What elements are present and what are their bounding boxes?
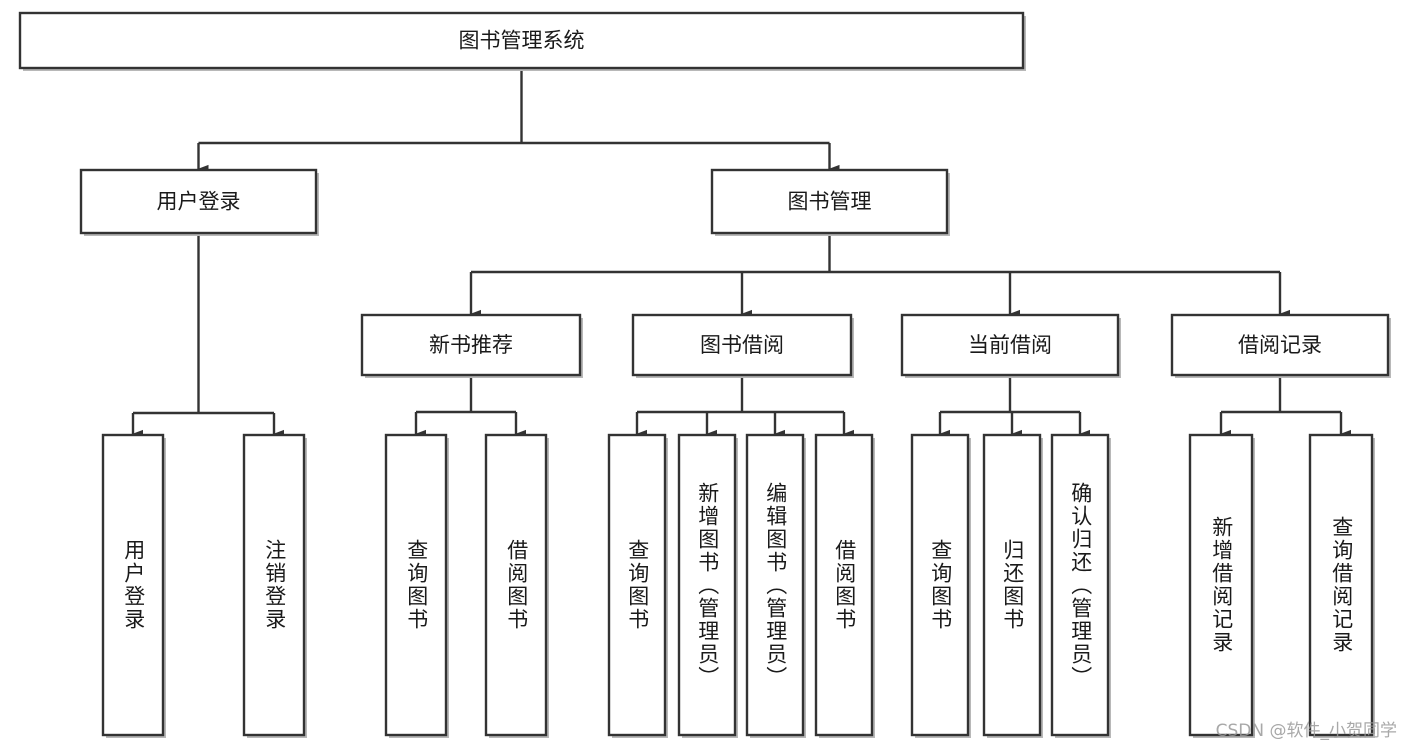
node-current-borrow[interactable] bbox=[900, 313, 1120, 377]
node-leaf-user-login[interactable] bbox=[101, 433, 165, 737]
node-leaf-query-book-3[interactable] bbox=[910, 433, 970, 737]
node-label-new-book-recommend: 新书推荐 bbox=[429, 333, 513, 357]
node-leaf-borrow-book-1[interactable] bbox=[484, 433, 548, 737]
node-borrow-record[interactable] bbox=[1170, 313, 1390, 377]
node-label-current-borrow: 当前借阅 bbox=[968, 333, 1052, 357]
boxes-layer bbox=[18, 11, 1391, 738]
node-leaf-query-book-1[interactable] bbox=[384, 433, 448, 737]
node-new-book-recommend[interactable] bbox=[360, 313, 582, 377]
node-user-login[interactable] bbox=[79, 168, 318, 235]
node-label-book-borrow: 图书借阅 bbox=[700, 333, 784, 357]
connectors-layer bbox=[131, 68, 1351, 439]
node-root-book-management-system[interactable] bbox=[18, 11, 1025, 70]
watermark-text: CSDN @软件_小贺同学 bbox=[1215, 721, 1397, 741]
node-label-book-manage: 图书管理 bbox=[788, 190, 872, 214]
node-book-manage[interactable] bbox=[710, 168, 949, 235]
node-leaf-query-book-2[interactable] bbox=[607, 433, 667, 737]
node-book-borrow[interactable] bbox=[631, 313, 853, 377]
node-label-user-login: 用户登录 bbox=[157, 190, 241, 214]
node-leaf-query-record[interactable] bbox=[1308, 433, 1374, 737]
node-leaf-borrow-book-2[interactable] bbox=[814, 433, 874, 737]
node-leaf-add-book[interactable] bbox=[677, 433, 737, 737]
node-leaf-edit-book[interactable] bbox=[745, 433, 805, 737]
node-leaf-return-book[interactable] bbox=[982, 433, 1042, 737]
node-leaf-user-logout[interactable] bbox=[242, 433, 306, 737]
node-label-borrow-record: 借阅记录 bbox=[1238, 333, 1322, 357]
node-label-root: 图书管理系统 bbox=[459, 29, 585, 53]
node-leaf-confirm-return[interactable] bbox=[1050, 433, 1110, 737]
node-leaf-add-record[interactable] bbox=[1188, 433, 1254, 737]
